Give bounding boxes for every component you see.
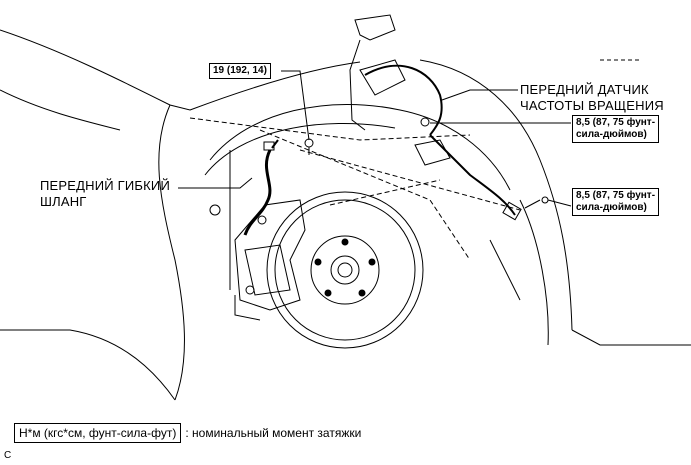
- speed-sensor-label: ПЕРЕДНИЙ ДАТЧИК ЧАСТОТЫ ВРАЩЕНИЯ: [520, 82, 664, 114]
- torque-callout-sensor-upper: 8,5 (87, 75 фунт- сила-дюймов): [572, 115, 660, 143]
- brake-caliper: [209, 199, 306, 321]
- torque-callout-caliper-text: 19 (192, 14): [213, 65, 267, 76]
- guide-lines: [189, 117, 521, 261]
- torque-callout-sensor-lower-line1: 8,5 (87, 75 фунт-: [576, 190, 656, 201]
- torque-callout-sensor-upper-line1: 8,5 (87, 75 фунт-: [576, 117, 656, 128]
- flex-hose-label: ПЕРЕДНИЙ ГИБКИЙ ШЛАНГ: [40, 178, 170, 210]
- leader-lines: [178, 70, 572, 207]
- speed-sensor-label-line2: ЧАСТОТЫ ВРАЩЕНИЯ: [520, 98, 664, 113]
- torque-legend-description: : номинальный момент затяжки: [185, 426, 362, 440]
- torque-callout-sensor-lower: 8,5 (87, 75 фунт- сила-дюймов): [572, 188, 660, 216]
- figure-code: C: [4, 450, 12, 461]
- flex-hose-label-line2: ШЛАНГ: [40, 194, 87, 209]
- wheel-housing: [204, 103, 511, 290]
- torque-callout-caliper: 19 (192, 14): [209, 63, 271, 79]
- speed-sensor-harness: [349, 14, 549, 221]
- caliper-bolt: [304, 138, 314, 155]
- speed-sensor-label-line1: ПЕРЕДНИЙ ДАТЧИК: [520, 82, 649, 97]
- torque-callout-sensor-upper-line2: сила-дюймов): [576, 129, 647, 140]
- flex-hose-label-line1: ПЕРЕДНИЙ ГИБКИЙ: [40, 178, 171, 193]
- brake-disc: [266, 191, 424, 349]
- torque-legend: Н*м (кгс*см, фунт-сила-фут) : номинальны…: [14, 423, 361, 443]
- torque-unit-box: Н*м (кгс*см, фунт-сила-фут): [14, 423, 182, 443]
- flex-hose: [243, 139, 279, 236]
- torque-callout-sensor-lower-line2: сила-дюймов): [576, 202, 647, 213]
